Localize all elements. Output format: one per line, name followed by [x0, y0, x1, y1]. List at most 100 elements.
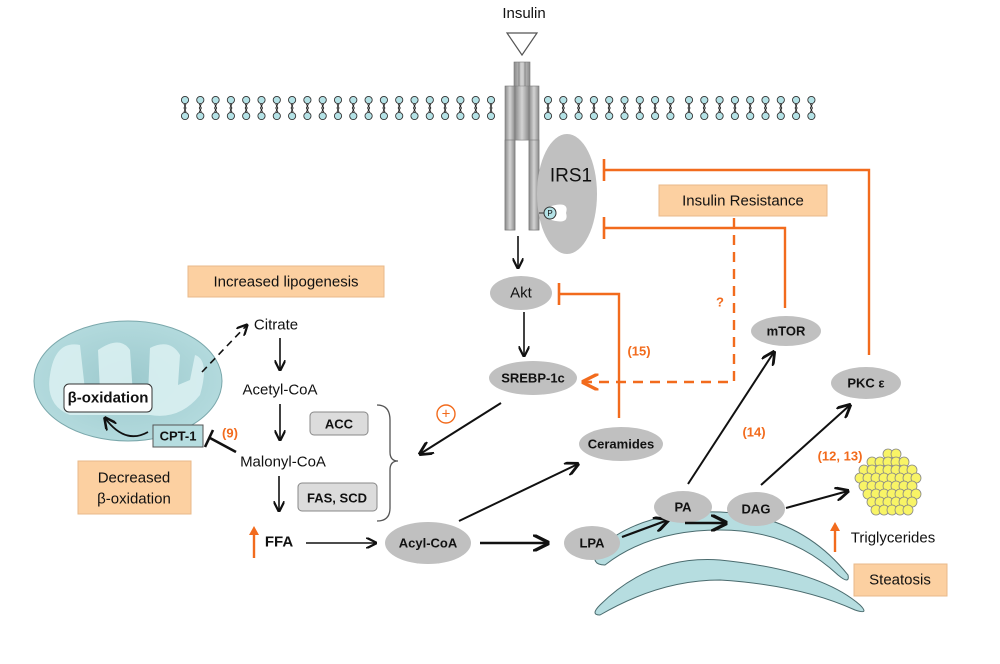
phospholipid: [410, 95, 419, 121]
mtor-node[interactable]: [751, 316, 821, 346]
ffa-label: FFA: [265, 534, 293, 551]
lipogenesis-brace: [376, 404, 399, 522]
acc-label: ACC: [325, 417, 354, 432]
decreased-beta-oxidation-line1: Decreased: [98, 470, 171, 487]
inhibit-ceramides-akt: [559, 292, 621, 418]
phospholipid: [605, 95, 614, 121]
insulin-resistance-box: [658, 184, 828, 217]
fas-scd-label: FAS, SCD: [307, 491, 367, 506]
pa-label: PA: [674, 500, 692, 515]
phospholipid: [441, 95, 450, 121]
phospholipid: [746, 95, 755, 121]
phospholipid: [589, 95, 598, 121]
increased-lipogenesis-label: Increased lipogenesis: [213, 274, 358, 291]
dag-node[interactable]: [727, 492, 785, 526]
phospholipid: [395, 95, 404, 121]
acyl-coa-node[interactable]: [385, 522, 471, 564]
cell-membrane: [180, 95, 816, 121]
irs1-label: IRS1: [550, 166, 592, 187]
akt-node[interactable]: [490, 276, 552, 310]
phospholipid: [651, 95, 660, 121]
phosphate-label: P: [547, 209, 552, 218]
ref-12-13: (12, 13): [818, 449, 863, 464]
phospholipid: [379, 95, 388, 121]
malonyl-coa-label: Malonyl-CoA: [240, 454, 326, 471]
phosphate-icon: [543, 206, 557, 220]
arrow-dag-pkce: [760, 405, 850, 486]
phospholipid: [272, 95, 281, 121]
triglycerides-label: Triglycerides: [851, 530, 935, 547]
insulin-ligand-icon: [505, 32, 539, 57]
phospholipid: [666, 95, 675, 121]
phospholipid: [684, 95, 694, 121]
mitochondrion: [33, 320, 223, 442]
phospholipid: [730, 95, 739, 121]
phospholipid: [349, 95, 358, 121]
fas-scd-box: [297, 482, 378, 512]
cpt1-label: CPT-1: [160, 429, 197, 444]
phospholipid: [456, 95, 465, 121]
ref-15: (15): [627, 344, 650, 359]
lipid-droplet-sphere: [902, 504, 914, 516]
beta-oxidation-box: [63, 383, 153, 413]
srebp1c-label: SREBP-1c: [501, 371, 565, 386]
phospholipid: [211, 95, 220, 121]
arrow-lpa-pa: [621, 520, 668, 539]
cpt1-box: [152, 424, 204, 448]
steatosis-label: Steatosis: [869, 572, 931, 589]
phospholipid: [333, 95, 343, 121]
plus-icon: [436, 404, 456, 424]
phospholipid: [761, 95, 770, 121]
arrow-srebp-lipogenesis: [420, 402, 502, 454]
phospholipid: [180, 95, 190, 121]
pa-node[interactable]: [654, 491, 712, 523]
irs1-node[interactable]: [537, 134, 597, 254]
phospholipid: [303, 95, 312, 121]
acetyl-coa-label: Acetyl-CoA: [242, 382, 317, 399]
phospholipid: [776, 95, 785, 121]
phospholipid: [425, 95, 434, 121]
phospholipid: [792, 95, 801, 121]
lpa-label: LPA: [579, 536, 605, 551]
phospholipid: [543, 95, 553, 121]
dag-label: DAG: [742, 502, 771, 517]
steatosis-box: [853, 563, 948, 597]
decreased-beta-oxidation-box: [77, 460, 192, 515]
endoplasmic-reticulum: [594, 511, 865, 616]
beta-oxidation-label: β-oxidation: [68, 390, 149, 407]
acyl-coa-label: Acyl-CoA: [399, 536, 458, 551]
pkce-label: PKC ε: [847, 376, 884, 391]
svg-text:+: +: [442, 406, 451, 423]
phospholipid: [364, 95, 373, 121]
insulin-label: Insulin: [502, 5, 545, 22]
phospholipid: [242, 95, 251, 121]
phospholipid: [635, 95, 644, 121]
phospholipid: [574, 95, 583, 121]
lipid-droplet-icon: [854, 448, 922, 516]
phospholipid: [288, 95, 297, 121]
ref-9: (9): [222, 426, 238, 441]
akt-label: Akt: [510, 285, 533, 302]
phospholipid: [807, 95, 816, 121]
phospholipid: [715, 95, 724, 121]
srebp1c-node[interactable]: [489, 361, 577, 395]
arrow-pa-mtor: [687, 352, 774, 485]
phospholipid: [318, 95, 327, 121]
inhibit-malonyl-cpt1: [209, 436, 237, 454]
ceramides-node[interactable]: [579, 427, 663, 461]
phospholipid: [559, 95, 568, 121]
pkce-node[interactable]: [831, 367, 901, 399]
inhibit-mtor-irs1: [604, 226, 787, 308]
dashed-mito-citrate: [201, 325, 247, 373]
ceramides-label: Ceramides: [588, 437, 654, 452]
inhibit-pkce-irs1: [604, 168, 871, 355]
phospholipid: [226, 95, 235, 121]
insulin-receptor: [504, 61, 540, 231]
insulin-resistance-label: Insulin Resistance: [682, 193, 804, 210]
arrow-acylcoa-ceramides: [458, 464, 578, 522]
question-mark: ?: [716, 295, 724, 310]
acc-box: [309, 411, 369, 436]
lpa-node[interactable]: [564, 526, 620, 560]
ref-14: (14): [742, 425, 765, 440]
